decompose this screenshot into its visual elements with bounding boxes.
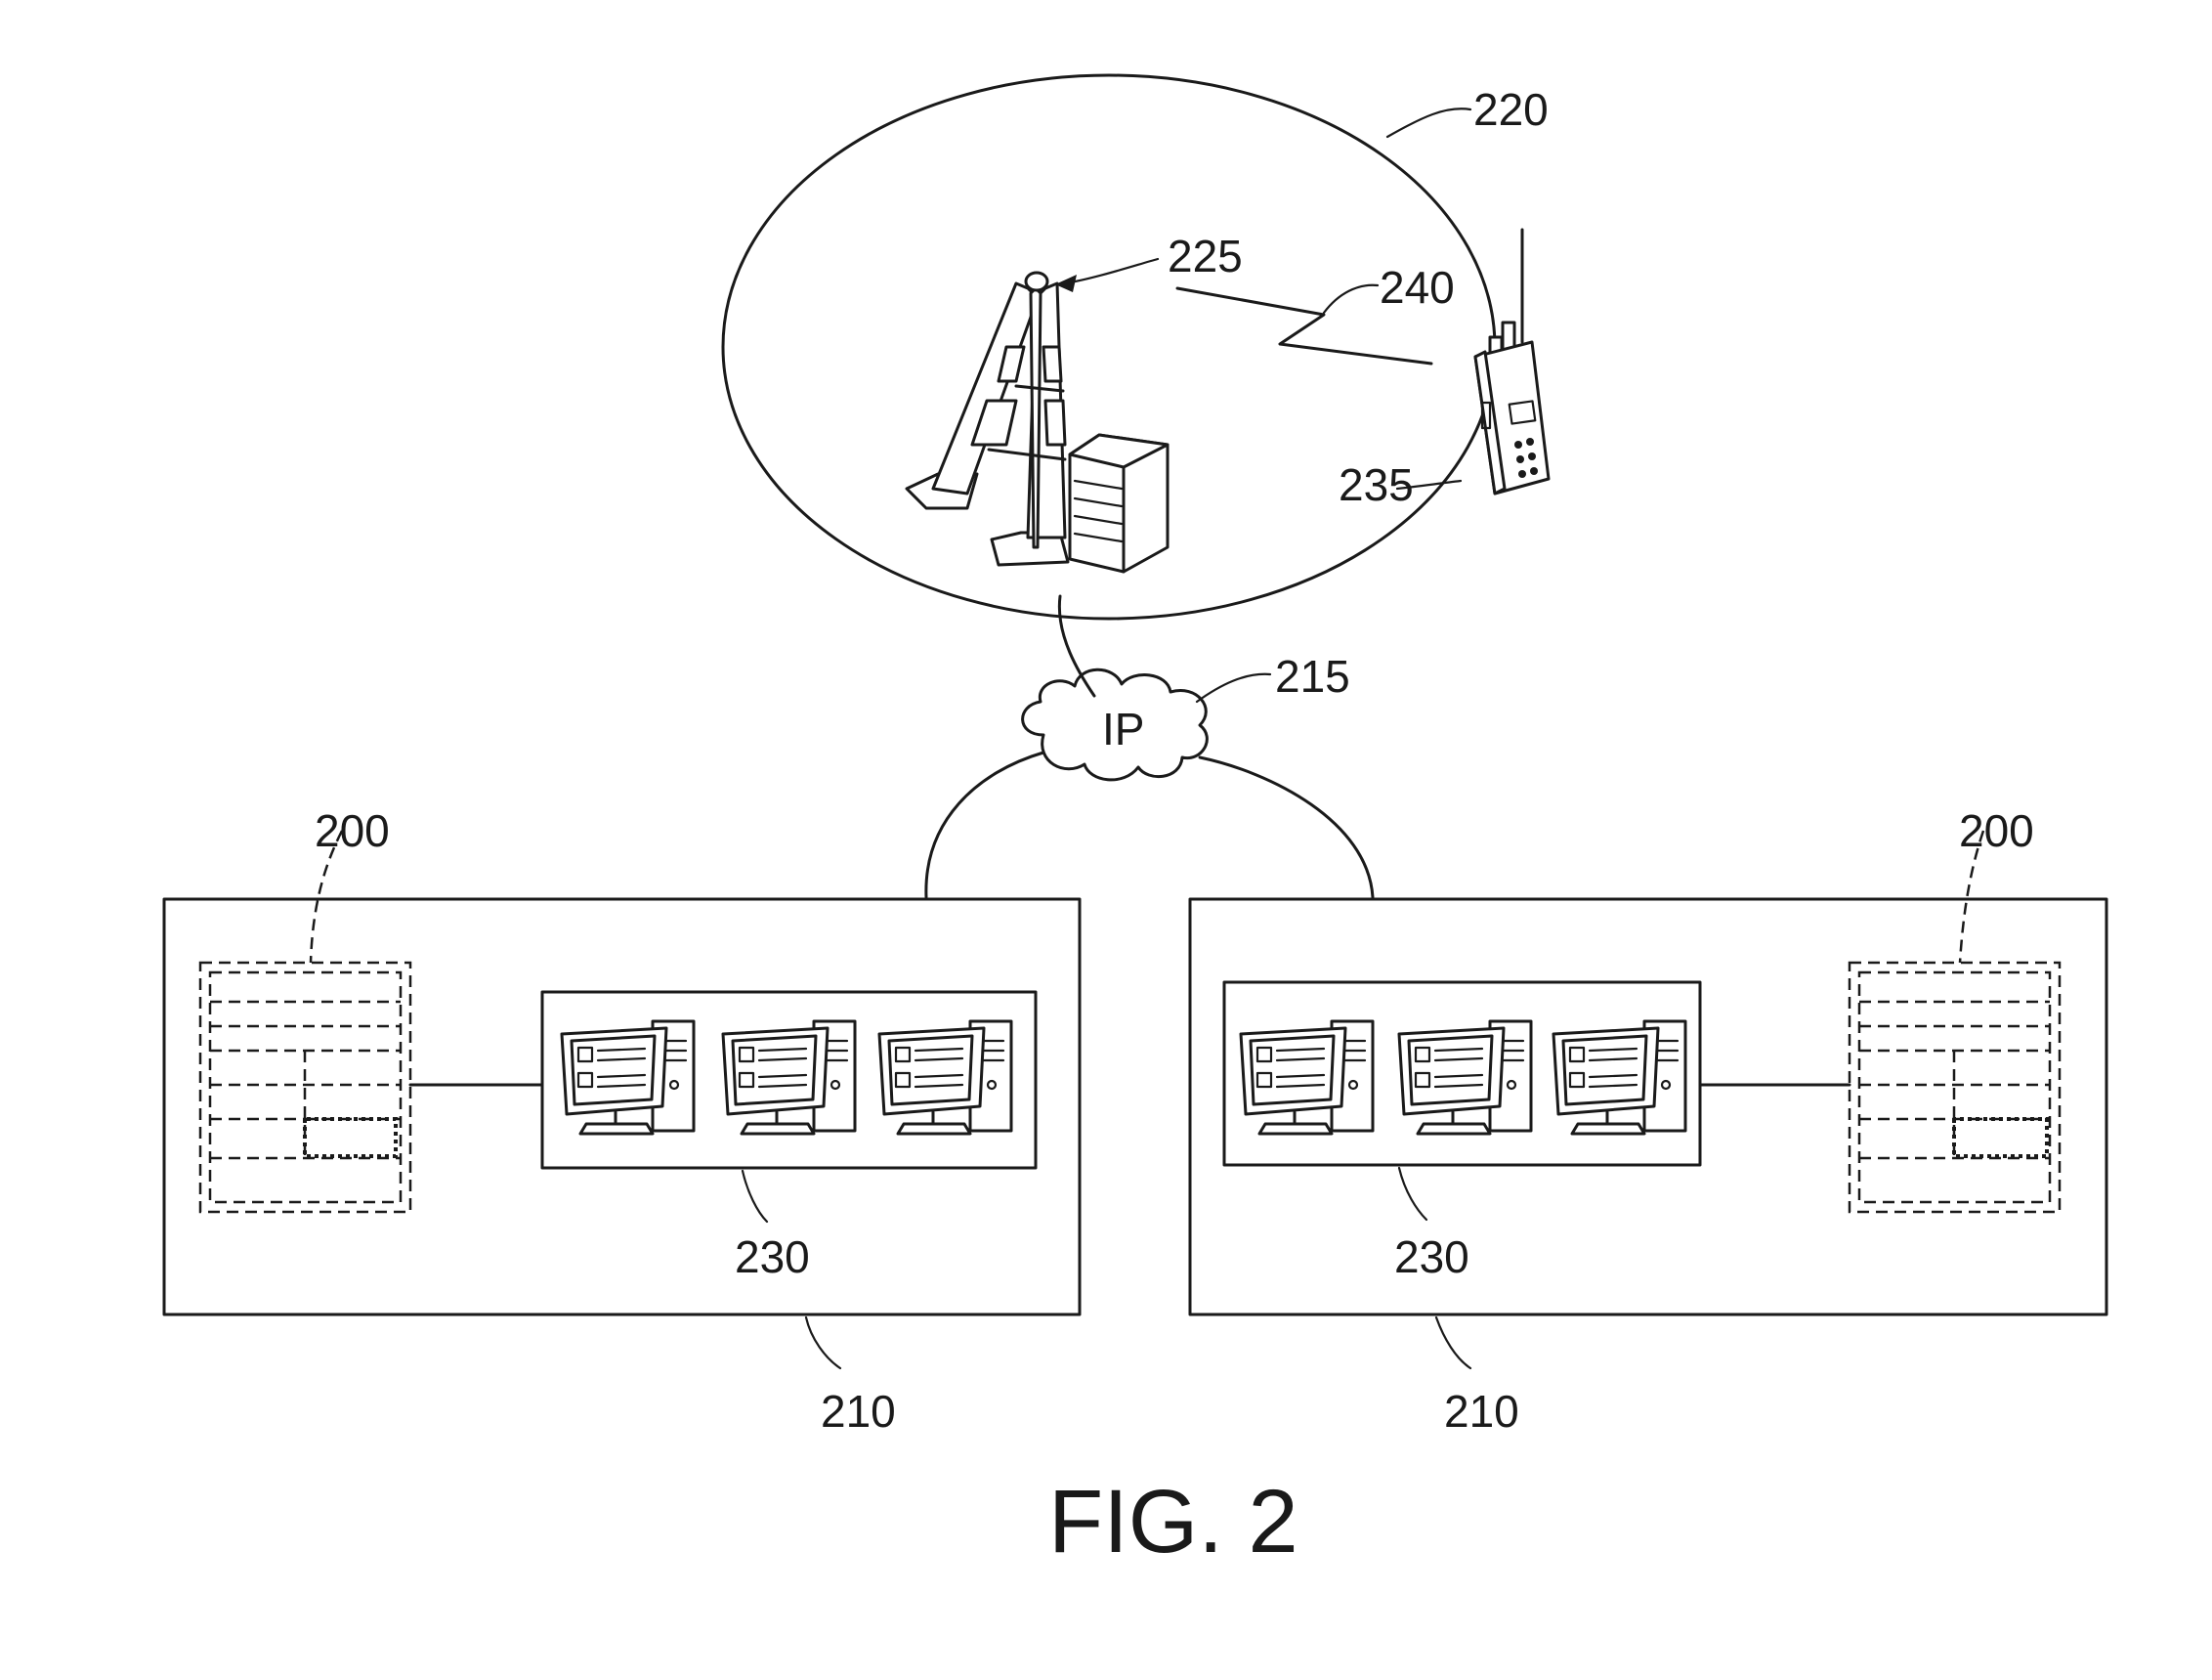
ref-225-label: 225: [1168, 231, 1243, 281]
dispatch-center-right: 230 200 210: [1190, 805, 2106, 1437]
link-ip-to-center-left: [926, 753, 1043, 897]
ref-230-right-label: 230: [1394, 1231, 1469, 1282]
link-ip-to-center-right: [1200, 757, 1373, 897]
ref-200-right-label: 200: [1959, 805, 2034, 856]
tower-icon: [907, 273, 1068, 565]
workstations-left: 230: [542, 992, 1036, 1282]
database-right: 200: [1850, 805, 2060, 1212]
ip-cloud-label: IP: [1102, 704, 1144, 754]
workstation-icon: [879, 1021, 1011, 1134]
ref-230-left-label: 230: [735, 1231, 810, 1282]
ref-215-label: 215: [1275, 651, 1350, 702]
ref-210-right-label: 210: [1444, 1386, 1519, 1437]
ref-240-label: 240: [1380, 262, 1455, 313]
ref-235-label: 235: [1339, 459, 1414, 510]
server-icon: [1070, 435, 1168, 572]
dispatch-center-left: 200: [164, 805, 1080, 1437]
workstation-icon: [562, 1021, 694, 1134]
workstation-icon: [723, 1021, 855, 1134]
ref-225-leader: 225: [1055, 231, 1243, 292]
ip-cloud: IP 215: [1023, 651, 1350, 780]
workstations-right: 230: [1224, 982, 1700, 1282]
ref-220-label: 220: [1473, 84, 1549, 135]
workstation-icon: [1399, 1021, 1531, 1134]
ref-200-left-label: 200: [315, 805, 390, 856]
figure-caption: FIG. 2: [1048, 1472, 1298, 1572]
database-left: 200: [200, 805, 410, 1212]
ref-210-left-label: 210: [821, 1386, 896, 1437]
workstation-icon: [1241, 1021, 1373, 1134]
workstation-icon: [1553, 1021, 1685, 1134]
